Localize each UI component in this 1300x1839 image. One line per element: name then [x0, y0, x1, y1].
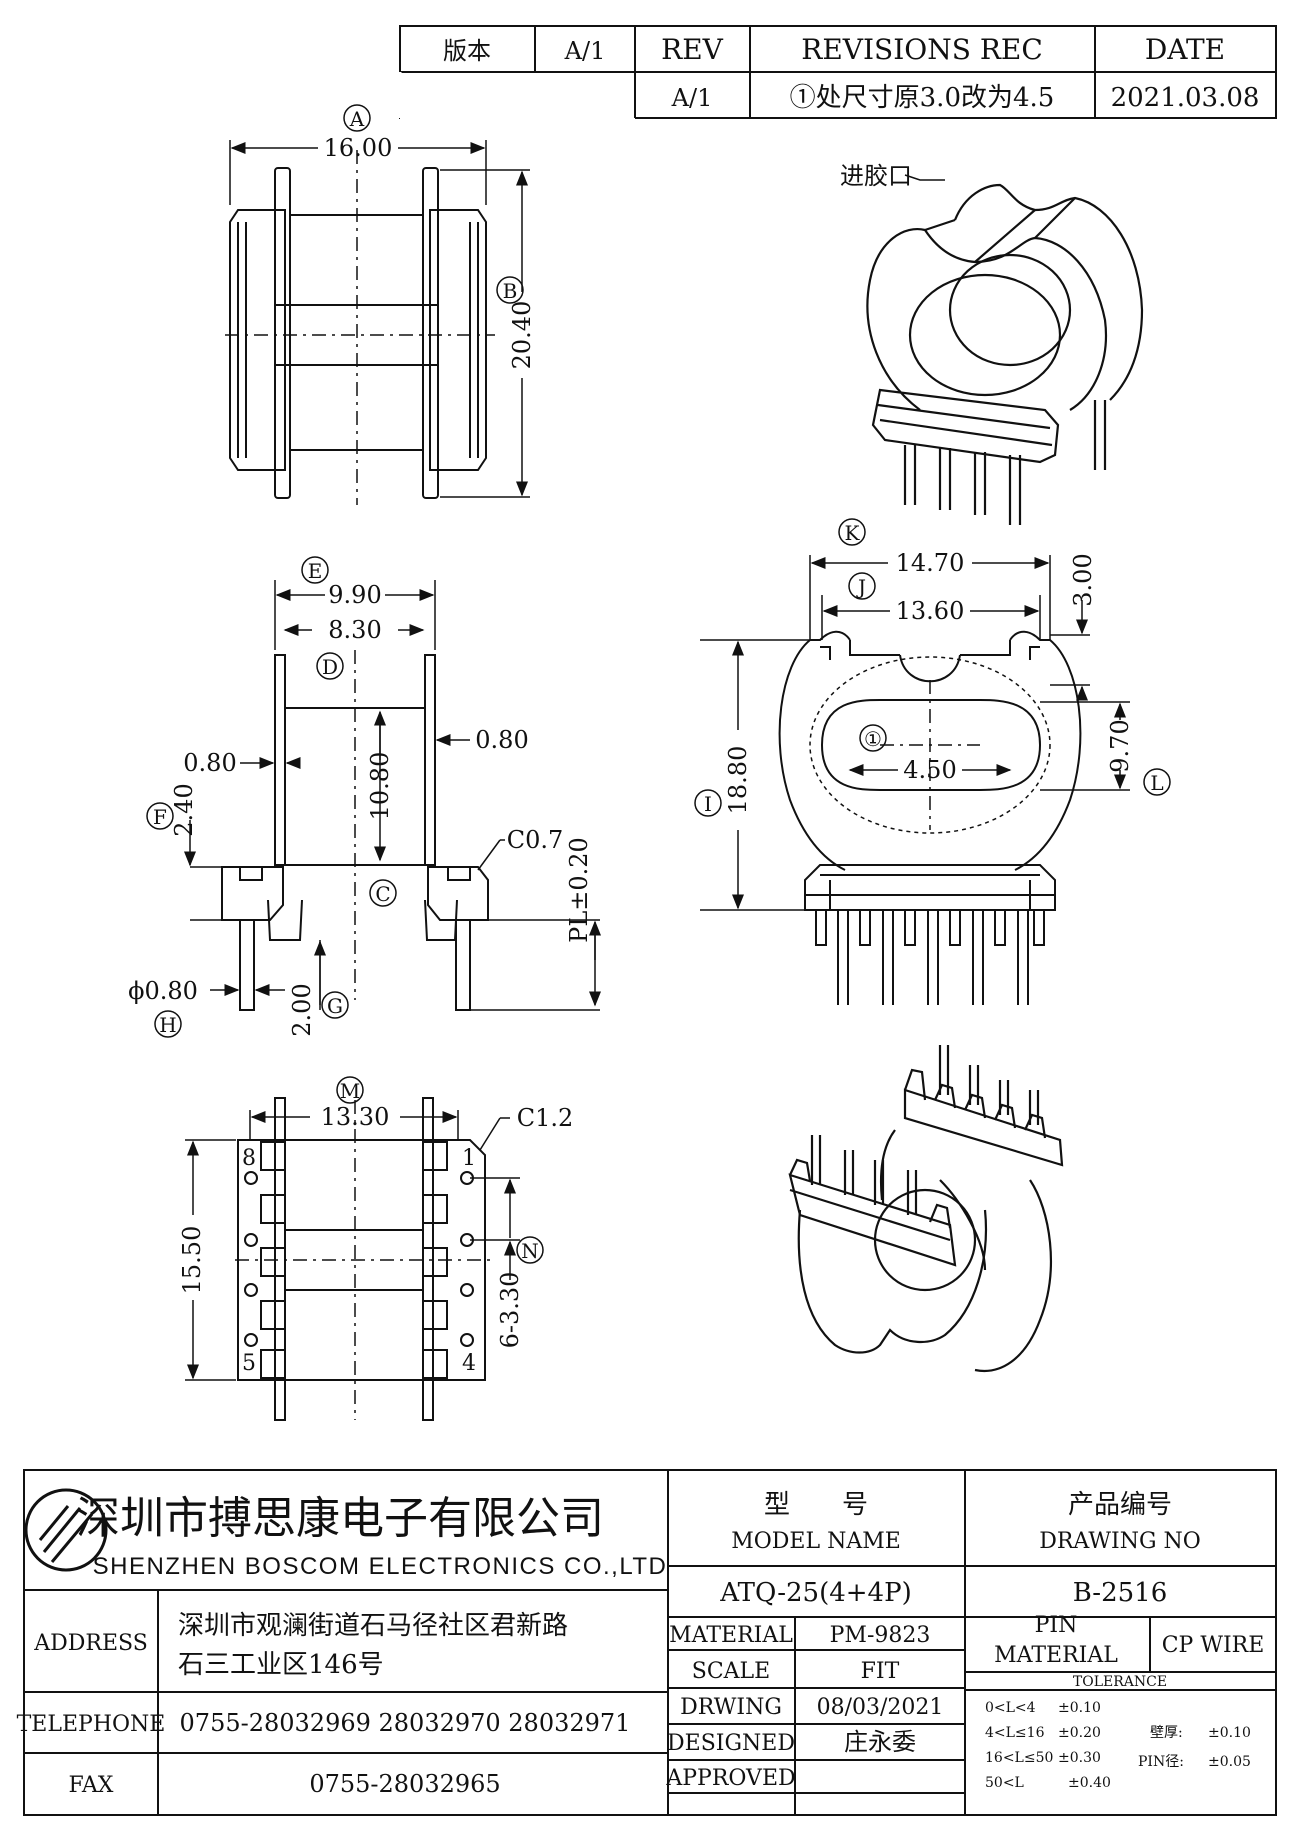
- pin-dia-label: PIN径:: [1138, 1754, 1184, 1770]
- dim-i-tag: I: [704, 792, 712, 816]
- dim-top-value: 3.00: [1069, 553, 1097, 606]
- material-value: PM-9823: [830, 1623, 931, 1648]
- rev-date-value: 2021.03.08: [1111, 83, 1260, 113]
- pin-material-label-1: PIN: [1035, 1613, 1078, 1638]
- dim-right-080: 0.80: [475, 726, 528, 754]
- dim-pl: PL±0.20: [565, 837, 593, 943]
- front-view: [778, 630, 1082, 1005]
- pin-dia-tol: ±0.05: [1208, 1754, 1251, 1770]
- dim-mid-value: 10.80: [366, 752, 394, 821]
- dim-b-value: 20.40: [508, 301, 536, 370]
- model-label-en: MODEL NAME: [731, 1529, 901, 1554]
- rev-version-value: A/1: [564, 37, 606, 65]
- dim-l-value: 9.70: [1106, 719, 1134, 772]
- dim-d-tag: D: [322, 655, 338, 679]
- dim-k-tag: K: [845, 521, 861, 545]
- dim-note-value: 4.50: [903, 756, 956, 784]
- dim-g-value: 2.00: [288, 983, 316, 1036]
- rev-date-header: DATE: [1145, 33, 1225, 66]
- material-label: MATERIAL: [669, 1623, 793, 1648]
- dim-n-tag: N: [521, 1239, 539, 1263]
- dim-a-value: 16.00: [324, 134, 393, 162]
- dim-height-value: 15.50: [178, 1226, 206, 1295]
- model-label-cn: 型 号: [764, 1490, 868, 1520]
- designed-label: DESIGNED: [667, 1731, 795, 1756]
- drawing-date-label: DRWING: [680, 1695, 782, 1720]
- note-1-tag: ①: [864, 727, 882, 751]
- chamfer-c12: C1.2: [517, 1104, 574, 1132]
- dim-b-tag: B: [503, 279, 518, 303]
- scale-value: FIT: [861, 1659, 900, 1684]
- tol-range-3: 16<L≤50: [985, 1750, 1053, 1766]
- telephone-value: 0755-28032969 28032970 28032971: [180, 1709, 631, 1737]
- rev-rec-header: REVISIONS REC: [801, 33, 1043, 66]
- dim-f-value: 2.40: [170, 783, 198, 836]
- tol-range-2: 4<L≤16: [985, 1725, 1045, 1741]
- gate-label: 进胶口: [840, 162, 912, 190]
- company-name-en: SHENZHEN BOSCOM ELECTRONICS CO.,LTD: [93, 1553, 668, 1580]
- dim-d-value: 8.30: [328, 616, 381, 644]
- chamfer-c07: C0.7: [507, 826, 564, 854]
- telephone-label: TELEPHONE: [17, 1712, 166, 1737]
- dim-h-tag: H: [159, 1013, 176, 1037]
- tol-value-4: ±0.40: [1068, 1775, 1111, 1791]
- pin-number-5: 5: [242, 1351, 256, 1376]
- pin-material-value: CP WIRE: [1162, 1633, 1265, 1658]
- pin-number-8: 8: [242, 1146, 256, 1171]
- dim-m-tag: M: [340, 1079, 360, 1103]
- pin-material-label-2: MATERIAL: [994, 1643, 1118, 1668]
- dim-pin-dia: ϕ0.80: [128, 977, 198, 1005]
- bottom-view: [237, 1097, 486, 1421]
- dim-pitch-value: 6-3.30: [496, 1272, 524, 1349]
- drawing-no-label-en: DRAWING NO: [1039, 1529, 1201, 1554]
- dim-k-value: 14.70: [896, 549, 965, 577]
- model-value: ATQ-25(4+4P): [719, 1578, 911, 1608]
- address-label: ADDRESS: [33, 1631, 148, 1656]
- iso-top-view: [866, 183, 1144, 525]
- dim-g-tag: G: [327, 994, 343, 1018]
- dim-j-tag: J: [856, 575, 866, 599]
- company-name-cn: 深圳市搏思康电子有限公司: [76, 1494, 604, 1543]
- dim-left-080: 0.80: [183, 749, 236, 777]
- drawing-date-value: 08/03/2021: [817, 1695, 944, 1720]
- fax-value: 0755-28032965: [309, 1770, 500, 1798]
- dim-m-value: 13.30: [321, 1103, 390, 1131]
- tol-range-1: 0<L<4: [985, 1700, 1036, 1716]
- address-line-2: 石三工业区146号: [178, 1650, 384, 1680]
- side-view: [221, 654, 489, 1011]
- dim-c-tag: C: [375, 882, 390, 906]
- rev-value: A/1: [671, 84, 713, 112]
- tol-value-1: ±0.10: [1058, 1700, 1101, 1716]
- address-line-1: 深圳市观澜街道石马径社区君新路: [178, 1611, 568, 1641]
- iso-bottom-view: [788, 1045, 1064, 1372]
- rev-rec-value: ①处尺寸原3.0改为4.5: [790, 83, 1055, 113]
- dim-i-value: 18.80: [724, 746, 752, 815]
- dim-a-tag: A: [349, 107, 365, 131]
- dim-j-value: 13.60: [896, 597, 965, 625]
- dim-f-tag: F: [153, 805, 167, 829]
- wall-thickness-label: 壁厚:: [1150, 1725, 1183, 1741]
- tol-value-3: ±0.30: [1058, 1750, 1101, 1766]
- dim-l-tag: L: [1150, 771, 1163, 795]
- drawing-no-label-cn: 产品编号: [1068, 1490, 1172, 1520]
- scale-label: SCALE: [692, 1659, 770, 1684]
- dim-e-value: 9.90: [328, 581, 381, 609]
- wall-thickness-tol: ±0.10: [1208, 1725, 1251, 1741]
- approved-label: APPROVED: [665, 1766, 795, 1791]
- top-view: [229, 167, 487, 499]
- company-logo: [24, 1488, 108, 1572]
- rev-header: REV: [661, 33, 724, 66]
- pin-number-1: 1: [462, 1146, 476, 1171]
- fax-label: FAX: [69, 1773, 114, 1798]
- designed-value: 庄永委: [844, 1728, 916, 1756]
- rev-version-header: 版本: [443, 37, 491, 65]
- tol-value-2: ±0.20: [1058, 1725, 1101, 1741]
- pin-number-4: 4: [462, 1351, 476, 1376]
- drawing-no-value: B-2516: [1073, 1578, 1168, 1608]
- dim-e-tag: E: [308, 559, 323, 583]
- tolerance-label: TOLERANCE: [1073, 1674, 1167, 1690]
- tol-range-4: 50<L: [985, 1775, 1024, 1791]
